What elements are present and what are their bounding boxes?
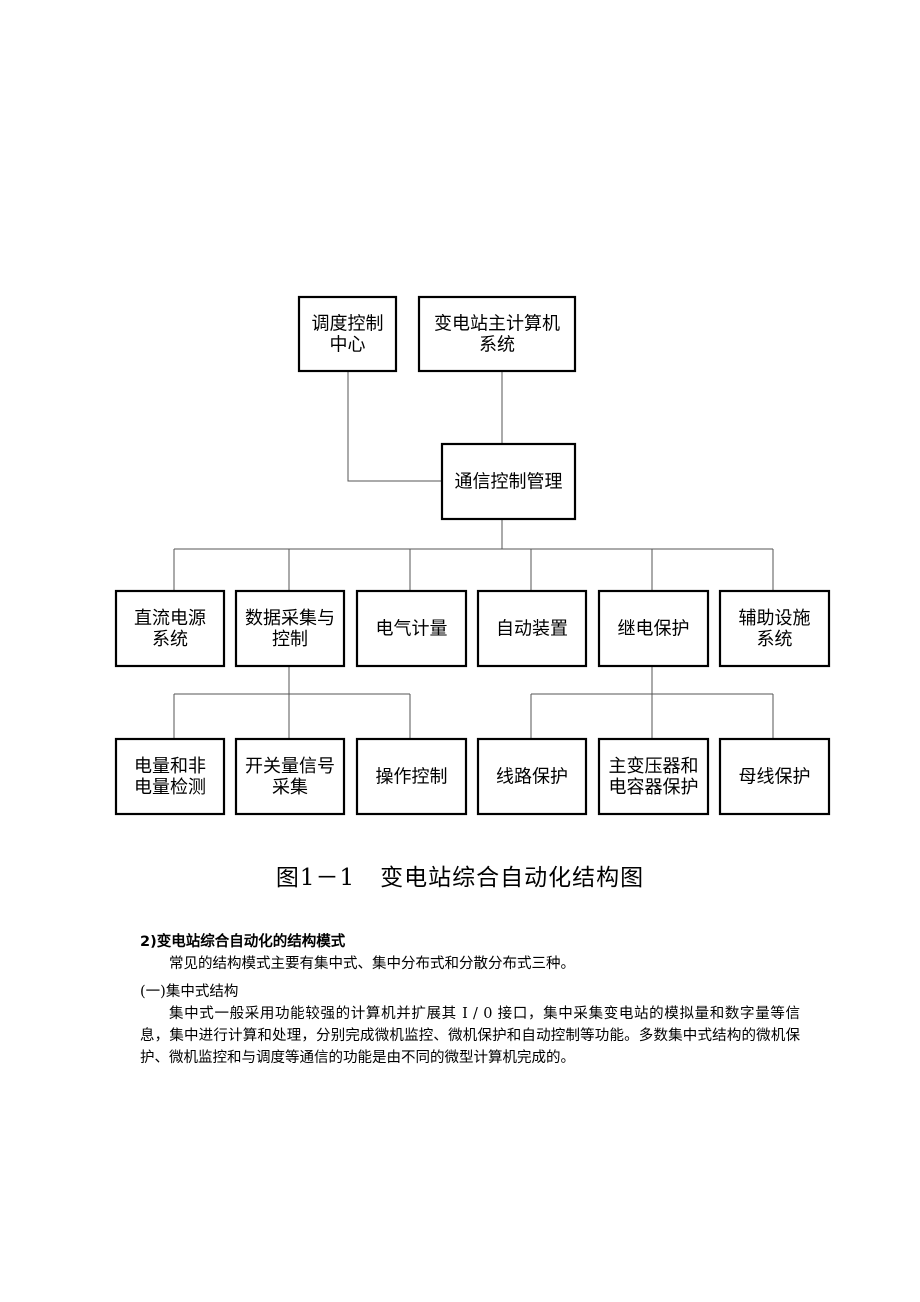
section-heading: 2)变电站综合自动化的结构模式 <box>140 934 346 950</box>
substation-automation-structure-diagram: 调度控制中心变电站主计算机系统通信控制管理直流电源系统数据采集与控制电气计量自动… <box>114 295 831 816</box>
node-box <box>297 295 398 373</box>
node-box <box>476 737 588 816</box>
node-box <box>440 442 577 521</box>
node-label-line: 母线保护 <box>739 767 811 788</box>
figure-number: 图1－1 <box>275 865 356 891</box>
node-bus-prot: 母线保护 <box>718 737 831 816</box>
node-meter: 电气计量 <box>355 589 468 668</box>
node-label-line: 变电站主计算机 <box>434 314 560 335</box>
node-label-line: 中心 <box>330 335 366 356</box>
node-box <box>718 737 831 816</box>
node-box <box>417 295 577 373</box>
node-box <box>355 737 468 816</box>
connector-dispatch-comm <box>347 371 442 482</box>
node-label-line: 调度控制 <box>312 314 384 335</box>
node-label-line: 线路保护 <box>496 767 568 788</box>
node-label-line: 电容器保护 <box>609 777 699 798</box>
node-label-line: 继电保护 <box>618 619 690 640</box>
figure-title: 变电站综合自动化结构图 <box>380 865 645 891</box>
node-line-prot: 线路保护 <box>476 737 588 816</box>
subsection-heading: (一)集中式结构 <box>140 984 239 1000</box>
node-box <box>355 589 468 668</box>
node-label-line: 辅助设施 <box>739 608 811 629</box>
node-box <box>476 589 588 668</box>
node-label-line: 开关量信号 <box>245 756 335 777</box>
node-label-line: 采集 <box>272 777 308 798</box>
node-label-line: 直流电源 <box>134 608 206 629</box>
caption-gap <box>355 865 380 891</box>
node-box <box>597 737 710 816</box>
node-label-line: 系统 <box>152 629 188 650</box>
node-auto: 自动装置 <box>476 589 588 668</box>
figure-caption: 图1－1 变电站综合自动化结构图 <box>0 858 920 892</box>
node-label-line: 数据采集与 <box>245 608 335 629</box>
node-label-line: 电量检测 <box>134 777 206 798</box>
diagram-nodes: 调度控制中心变电站主计算机系统通信控制管理直流电源系统数据采集与控制电气计量自动… <box>114 295 831 816</box>
node-comm: 通信控制管理 <box>440 442 577 521</box>
node-label-line: 系统 <box>479 335 515 356</box>
node-box <box>234 589 346 668</box>
node-relay: 继电保护 <box>597 589 710 668</box>
node-box <box>234 737 346 816</box>
node-label-line: 系统 <box>757 629 793 650</box>
node-box <box>718 589 831 668</box>
diagram-connectors <box>173 371 774 739</box>
node-box <box>597 589 710 668</box>
node-label-line: 电气计量 <box>376 619 448 640</box>
node-label-line: 自动装置 <box>496 619 568 640</box>
node-label-line: 通信控制管理 <box>455 472 563 493</box>
section-intro: 常见的结构模式主要有集中式、集中分布式和分散分布式三种。 <box>169 956 575 972</box>
subsection-body: 集中式一般采用功能较强的计算机并扩展其 I / 0 接口，集中采集变电站的模拟量… <box>140 1006 800 1066</box>
node-label-line: 控制 <box>272 629 308 650</box>
node-box <box>114 589 226 668</box>
node-label-line: 电量和非 <box>134 756 206 777</box>
node-label-line: 主变压器和 <box>609 756 699 777</box>
node-box <box>114 737 226 816</box>
node-op-ctrl: 操作控制 <box>355 737 468 816</box>
node-label-line: 操作控制 <box>376 767 448 788</box>
